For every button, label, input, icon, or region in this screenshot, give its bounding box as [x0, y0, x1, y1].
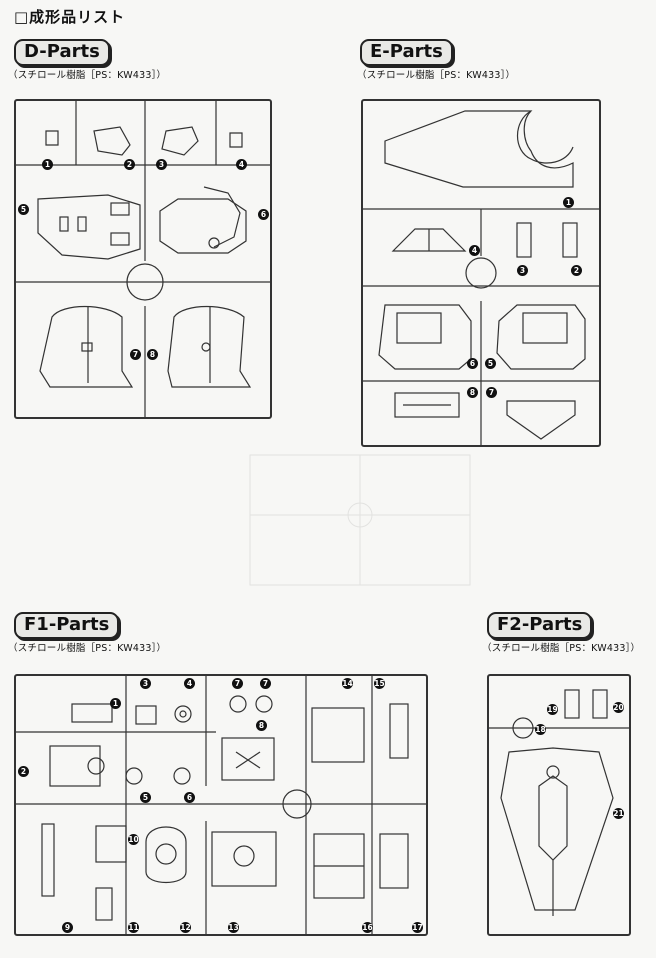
part-number-badge: 4 — [184, 678, 195, 689]
e-parts-drawing — [363, 110, 599, 445]
part-number-badge: 8 — [147, 349, 158, 360]
e-parts-material: （スチロール樹脂［PS：KW433］） — [357, 70, 516, 81]
part-number-badge: 20 — [613, 702, 624, 713]
part-number-badge: 19 — [547, 704, 558, 715]
e-parts-runner: 1 2 3 4 5 6 7 8 — [361, 99, 601, 447]
f2-parts-material: （スチロール樹脂［PS：KW433］） — [482, 643, 641, 654]
d-parts-drawing — [16, 101, 270, 417]
d-parts-runner: 1 2 3 4 5 6 7 8 — [14, 99, 272, 419]
show-through-shadow — [249, 454, 471, 586]
e-parts-label: E-Parts — [360, 39, 453, 66]
page-title: □成形品リスト — [14, 8, 126, 26]
part-number-badge: 13 — [228, 922, 239, 933]
part-number-badge: 7 — [130, 349, 141, 360]
part-number-badge: 11 — [128, 922, 139, 933]
part-number-badge: 6 — [184, 792, 195, 803]
part-number-badge: 9 — [62, 922, 73, 933]
part-number-badge: 5 — [485, 358, 496, 369]
part-number-badge: 1 — [42, 159, 53, 170]
d-parts-material: （スチロール樹脂［PS：KW433］） — [8, 70, 167, 81]
part-number-badge: 5 — [18, 204, 29, 215]
part-number-badge: 7 — [260, 678, 271, 689]
f1-parts-drawing — [16, 676, 426, 934]
f1-parts-material: （スチロール樹脂［PS：KW433］） — [8, 643, 167, 654]
part-number-badge: 14 — [342, 678, 353, 689]
part-number-badge: 2 — [18, 766, 29, 777]
f2-parts-label: F2-Parts — [487, 612, 593, 639]
part-number-badge: 8 — [467, 387, 478, 398]
part-number-badge: 17 — [412, 922, 423, 933]
part-number-badge: 18 — [535, 724, 546, 735]
part-number-badge: 6 — [467, 358, 478, 369]
f1-parts-label: F1-Parts — [14, 612, 120, 639]
part-number-badge: 4 — [236, 159, 247, 170]
part-number-badge: 2 — [124, 159, 135, 170]
part-number-badge: 2 — [571, 265, 582, 276]
f2-parts-runner: 18 19 20 21 — [487, 674, 631, 936]
f2-parts-drawing — [489, 689, 629, 916]
part-number-badge: 7 — [232, 678, 243, 689]
d-parts-label: D-Parts — [14, 39, 110, 66]
part-number-badge: 12 — [180, 922, 191, 933]
part-number-badge: 3 — [517, 265, 528, 276]
part-number-badge: 21 — [613, 808, 624, 819]
part-number-badge: 16 — [362, 922, 373, 933]
part-number-badge: 7 — [486, 387, 497, 398]
part-number-badge: 10 — [128, 834, 139, 845]
part-number-badge: 8 — [256, 720, 267, 731]
part-number-badge: 15 — [374, 678, 385, 689]
part-number-badge: 1 — [110, 698, 121, 709]
part-number-badge: 1 — [563, 197, 574, 208]
part-number-badge: 3 — [140, 678, 151, 689]
part-number-badge: 4 — [469, 245, 480, 256]
part-number-badge: 3 — [156, 159, 167, 170]
f1-parts-runner: 1 2 3 4 5 6 7 7 8 9 10 11 12 13 14 15 16… — [14, 674, 428, 936]
part-number-badge: 6 — [258, 209, 269, 220]
part-number-badge: 5 — [140, 792, 151, 803]
